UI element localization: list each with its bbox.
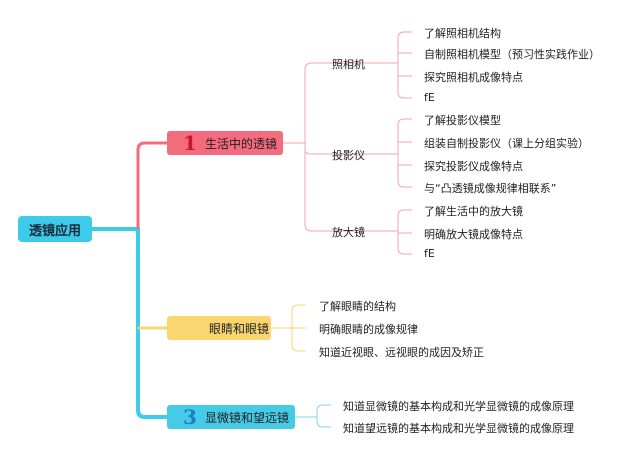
- leaf-item[interactable]: 自制照相机模型（预习性实践作业）: [424, 48, 600, 61]
- leaf-item[interactable]: 了解生活中的放大镜: [424, 205, 523, 218]
- leaf-item[interactable]: 探究投影仪成像特点: [424, 160, 523, 173]
- leaf-item[interactable]: 了解照相机结构: [424, 27, 501, 40]
- subnode-camera[interactable]: 照相机: [332, 58, 365, 71]
- root-to-branch1-line: [136, 141, 167, 229]
- leaf-item[interactable]: 组装自制投影仪（课上分组实验）: [424, 137, 589, 150]
- leaf-item[interactable]: 与“凸透镜成像规律相联系”: [424, 182, 557, 195]
- branch-label: 生活中的透镜: [205, 136, 278, 151]
- branch-node-1[interactable]: 1 生活中的透镜: [167, 131, 283, 155]
- leaf-item[interactable]: 知道近视眼、远视眼的成因及矫正: [319, 346, 484, 359]
- branch-number: 1: [183, 131, 197, 155]
- leaf-item[interactable]: 知道显微镜的基本构成和光学显微镜的成像原理: [343, 400, 574, 413]
- leaf-item[interactable]: 了解投影仪模型: [424, 114, 501, 127]
- subnode-projector[interactable]: 投影仪: [332, 149, 365, 162]
- branch1-to-magnifier-line: [304, 150, 320, 232]
- branch-number: 3: [183, 405, 197, 429]
- root-node[interactable]: 透镜应用: [18, 216, 92, 242]
- leaf-item[interactable]: 明确放大镜成像特点: [424, 228, 523, 241]
- branch-node-2[interactable]: 眼睛和眼镜: [167, 316, 271, 340]
- leaf-item[interactable]: fE: [424, 91, 435, 104]
- leaf-item[interactable]: fE: [424, 247, 435, 260]
- branch1-to-camera-line: [283, 62, 320, 144]
- branch-label: 眼睛和眼镜: [209, 321, 270, 336]
- subnode-magnifier[interactable]: 放大镜: [332, 226, 365, 239]
- root-to-branch3-line: [92, 227, 167, 419]
- leaf-item[interactable]: 知道望远镜的基本构成和光学显微镜的成像原理: [343, 422, 574, 435]
- branch-label: 显微镜和望远镜: [205, 410, 290, 425]
- leaf-item[interactable]: 明确眼睛的成像规律: [319, 323, 418, 336]
- leaf-item[interactable]: 探究照相机成像特点: [424, 71, 523, 84]
- branch1-to-projector-line: [304, 143, 320, 155]
- root-label: 透镜应用: [28, 223, 81, 239]
- branch-node-3[interactable]: 3 显微镜和望远镜: [167, 405, 295, 429]
- leaf-item[interactable]: 了解眼睛的结构: [319, 300, 396, 313]
